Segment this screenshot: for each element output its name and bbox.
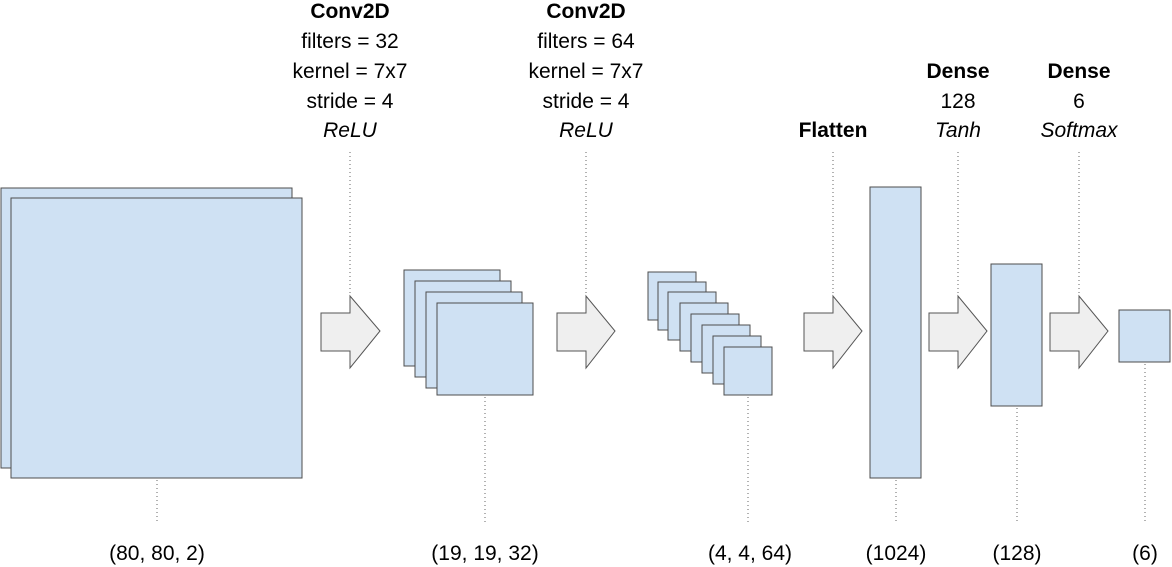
conv2-title: Conv2D bbox=[546, 0, 625, 23]
shape-label-conv2: (4, 4, 64) bbox=[708, 542, 792, 565]
flow-arrow bbox=[1049, 294, 1109, 370]
dense2-annotation: Dense 6 Softmax bbox=[1040, 60, 1119, 142]
dense1-title: Dense bbox=[926, 60, 989, 83]
shape-label-dense1: (128) bbox=[992, 542, 1041, 565]
shape-label-dense2: (6) bbox=[1132, 542, 1158, 565]
input-channel-box bbox=[10, 197, 303, 479]
feature-map-box bbox=[723, 346, 773, 396]
conv1-stride: stride = 4 bbox=[307, 90, 394, 113]
conv2-annotation: Conv2D filters = 64 kernel = 7x7 stride … bbox=[529, 0, 644, 142]
dense1-activation: Tanh bbox=[935, 119, 981, 142]
dense1-output-vector bbox=[990, 263, 1043, 407]
conv2-stride: stride = 4 bbox=[543, 90, 630, 113]
shape-label-flatten: (1024) bbox=[866, 542, 927, 565]
feature-map-box bbox=[436, 302, 534, 396]
conv1-title: Conv2D bbox=[310, 0, 389, 23]
shape-labels: (80, 80, 2) (19, 19, 32) (4, 4, 64) (102… bbox=[109, 542, 1158, 565]
dense2-units: 6 bbox=[1073, 90, 1085, 113]
dense2-title: Dense bbox=[1047, 60, 1110, 83]
flatten-title: Flatten bbox=[799, 119, 868, 142]
flatten-output-vector bbox=[869, 186, 922, 479]
dense2-output-vector bbox=[1118, 309, 1171, 363]
conv2-activation: ReLU bbox=[559, 119, 614, 142]
conv1-filters: filters = 32 bbox=[301, 30, 398, 53]
flow-arrow bbox=[556, 294, 616, 370]
shape-label-input: (80, 80, 2) bbox=[109, 542, 205, 565]
conv1-output-stack bbox=[403, 269, 534, 396]
flow-arrow bbox=[928, 294, 988, 370]
flow-arrow bbox=[803, 294, 863, 370]
conv2-filters: filters = 64 bbox=[537, 30, 635, 53]
shape-label-conv1: (19, 19, 32) bbox=[431, 542, 538, 565]
dense2-activation: Softmax bbox=[1040, 119, 1119, 142]
flow-arrow bbox=[320, 294, 381, 370]
dense1-units: 128 bbox=[940, 90, 975, 113]
conv1-kernel: kernel = 7x7 bbox=[293, 60, 408, 83]
dense1-annotation: Dense 128 Tanh bbox=[926, 60, 989, 142]
conv2-output-stack bbox=[647, 271, 773, 396]
conv1-activation: ReLU bbox=[323, 119, 378, 142]
conv1-annotation: Conv2D filters = 32 kernel = 7x7 stride … bbox=[293, 0, 408, 142]
conv2-kernel: kernel = 7x7 bbox=[529, 60, 644, 83]
input-tensor-stack bbox=[0, 187, 303, 479]
